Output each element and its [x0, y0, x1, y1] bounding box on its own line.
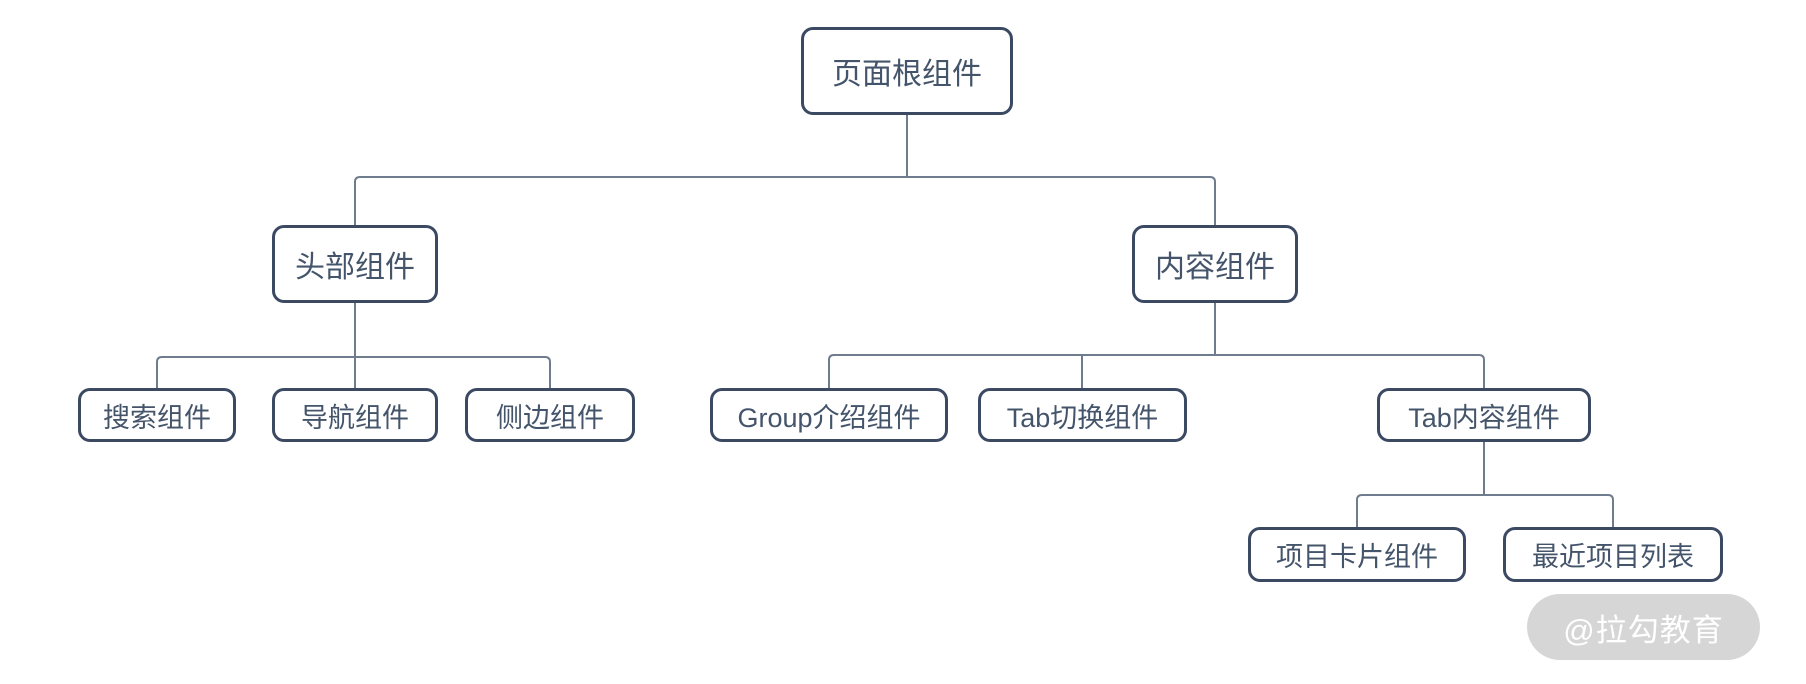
node-content: 内容组件: [1132, 225, 1298, 303]
node-navigation: 导航组件: [272, 388, 438, 442]
watermark-label: @拉勾教育: [1563, 612, 1724, 648]
node-label: 搜索组件: [103, 402, 211, 433]
node-group-intro: Group介绍组件: [710, 388, 948, 442]
node-label: Tab切换组件: [1006, 402, 1159, 433]
node-label: 最近项目列表: [1532, 542, 1694, 572]
node-project-card: 项目卡片组件: [1248, 527, 1466, 582]
node-label: 内容组件: [1155, 251, 1275, 284]
node-label: Group介绍组件: [737, 402, 921, 433]
node-label: 导航组件: [301, 402, 409, 433]
node-tab-content: Tab内容组件: [1377, 388, 1591, 442]
node-tab-switch: Tab切换组件: [978, 388, 1187, 442]
node-search: 搜索组件: [78, 388, 236, 442]
node-header: 头部组件: [272, 225, 438, 303]
node-label: 项目卡片组件: [1276, 542, 1438, 572]
node-page-root: 页面根组件: [801, 27, 1013, 115]
node-label: Tab内容组件: [1408, 402, 1560, 433]
watermark-badge: @拉勾教育: [1527, 594, 1760, 660]
node-label: 侧边组件: [496, 402, 604, 433]
node-sidebar: 侧边组件: [465, 388, 635, 442]
node-recent-project-list: 最近项目列表: [1503, 527, 1723, 582]
node-label: 页面根组件: [832, 58, 982, 91]
node-label: 头部组件: [295, 251, 415, 284]
